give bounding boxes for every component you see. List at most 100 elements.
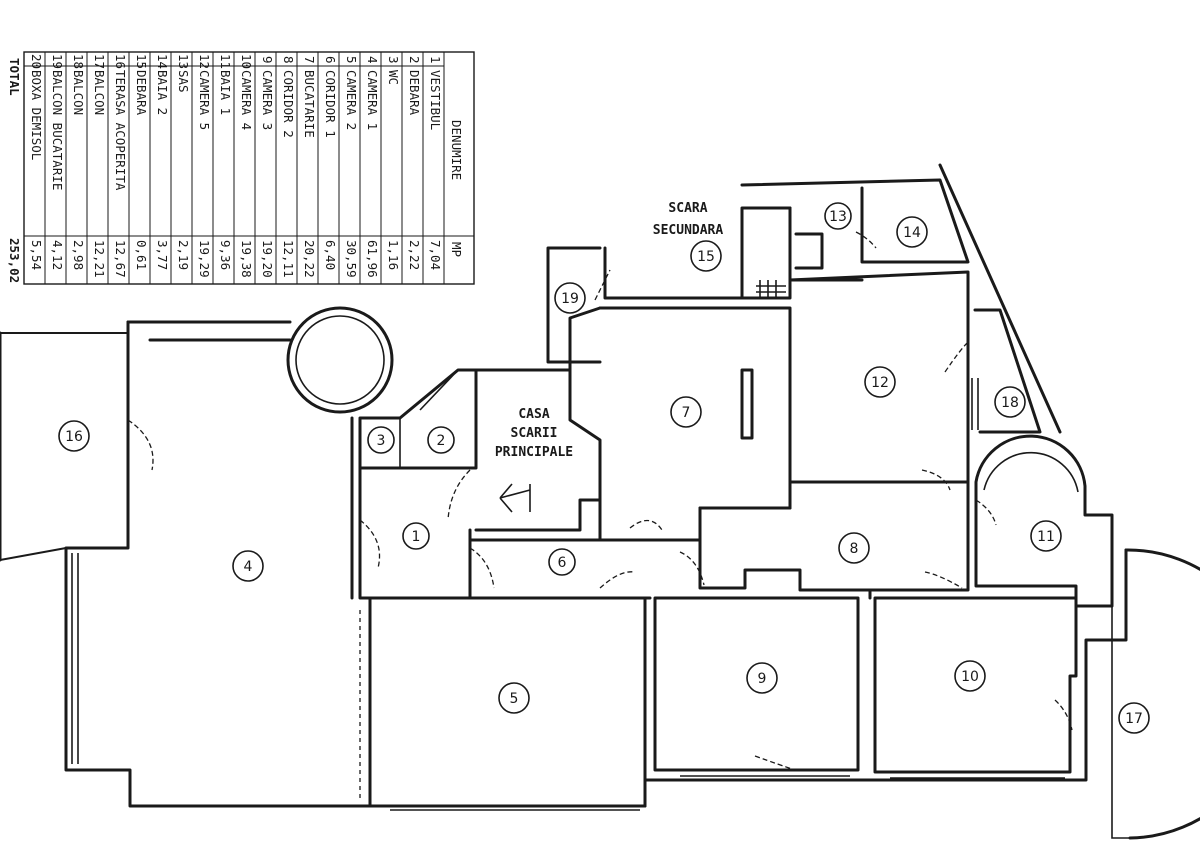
svg-text:7: 7 (682, 405, 691, 421)
row-area: 19,29 (197, 240, 212, 278)
svg-text:9: 9 (758, 671, 767, 687)
baia-11 (974, 434, 1114, 608)
total-label: TOTAL (7, 58, 22, 96)
row-nr: 15 (134, 54, 149, 69)
row-name: CORIDOR 1 (323, 70, 338, 138)
room-marker-11: 11 (1030, 520, 1062, 552)
table-header-area: MP (449, 242, 464, 257)
svg-text:11: 11 (1037, 529, 1055, 545)
row-area: 5,54 (29, 240, 44, 270)
table-row: 19 BALCON BUCATARIE 4,12 (50, 54, 65, 270)
svg-text:16: 16 (65, 429, 83, 445)
room-10 (873, 596, 1078, 774)
row-nr: 9 (260, 56, 275, 64)
row-name: CORIDOR 2 (281, 70, 296, 138)
svg-text:1: 1 (412, 529, 421, 545)
room-marker-3: 3 (367, 426, 395, 454)
door-swing (127, 419, 154, 471)
room-marker-16: 16 (58, 420, 90, 452)
row-area: 0,61 (134, 240, 149, 270)
row-name: CAMERA 4 (239, 70, 254, 130)
row-nr: 13 (176, 54, 191, 69)
door-swing (359, 519, 381, 569)
row-area: 19,20 (260, 240, 275, 278)
table-row: 9 CAMERA 3 19,20 (260, 56, 275, 278)
table-row: 11 BAIA 1 9,36 (218, 54, 233, 270)
room-marker-19: 19 (554, 282, 586, 314)
south-outer-wall (351, 548, 1128, 808)
row-area: 30,59 (344, 240, 359, 278)
room-9 (653, 596, 860, 772)
row-name: BUCATARIE (302, 70, 317, 138)
room-marker-14: 14 (896, 216, 928, 248)
svg-text:5: 5 (510, 691, 519, 707)
walls (0, 163, 1200, 840)
balcon-17-line (1111, 606, 1130, 839)
svg-text:3: 3 (377, 433, 386, 449)
row-area: 19,38 (239, 240, 254, 278)
row-area: 9,36 (218, 240, 233, 270)
row-nr: 1 (428, 56, 443, 64)
table-row: 14 BAIA 2 3,77 (155, 54, 170, 270)
row-name: CAMERA 3 (260, 70, 275, 130)
corridor-8 (698, 480, 970, 600)
row-nr: 20 (29, 54, 44, 69)
table-row: 10 CAMERA 4 19,38 (239, 54, 254, 278)
area-table: DENUMIRE MP 1 VESTIBUL 7,04 2 DEBARA 2,2… (7, 51, 475, 285)
door-swing (447, 469, 471, 521)
svg-text:15: 15 (697, 249, 715, 265)
row-area: 12,21 (92, 240, 107, 278)
room-marker-10: 10 (954, 660, 986, 692)
svg-text:8: 8 (850, 541, 859, 557)
door-swing (679, 551, 705, 586)
row-nr: 7 (302, 56, 317, 64)
room-marker-5: 5 (498, 682, 530, 714)
svg-text:18: 18 (1001, 395, 1019, 411)
row-area: 12,11 (281, 240, 296, 278)
table-row: 15 DEBARA 0,61 (134, 54, 149, 270)
door-swing (975, 499, 997, 526)
table-header-name: DENUMIRE (449, 120, 464, 180)
row-name: DEBARA (134, 70, 149, 116)
svg-text:6: 6 (558, 555, 567, 571)
sas-baia-block (740, 178, 970, 282)
room-marker-6: 6 (548, 548, 576, 576)
row-name: TERASA ACOPERITA (113, 70, 128, 191)
row-name: VESTIBUL (428, 70, 443, 130)
room-marker-7: 7 (670, 396, 702, 428)
kitchen-counter (740, 368, 754, 440)
doors (127, 231, 1073, 800)
room-marker-15: 15 (690, 240, 722, 272)
balcon-18 (938, 163, 1062, 434)
row-area: 20,22 (302, 240, 317, 278)
row-nr: 4 (365, 56, 380, 64)
table-row: 6 CORIDOR 1 6,40 (323, 56, 338, 270)
row-nr: 5 (344, 56, 359, 64)
label-casa: CASA (518, 407, 549, 422)
table-row: 12 CAMERA 5 19,29 (197, 54, 212, 278)
row-name: DEBARA (407, 70, 422, 116)
label-scara: SCARA (668, 201, 707, 216)
row-name: CAMERA 1 (365, 70, 380, 130)
stair-house (474, 368, 602, 532)
row-nr: 11 (218, 54, 233, 69)
table-row: 3 WC 1,16 (386, 56, 401, 270)
svg-text:4: 4 (244, 559, 253, 575)
row-name: BOXA DEMISOL (29, 70, 44, 160)
balcon-17 (1124, 548, 1200, 840)
rotunda (286, 306, 394, 414)
table-row: 20 BOXA DEMISOL 5,54 (29, 54, 44, 270)
label-principale: PRINCIPALE (495, 445, 573, 460)
row-area: 2,19 (176, 240, 191, 270)
row-nr: 10 (239, 54, 254, 69)
table-row: 18 BALCON 2,98 (71, 54, 86, 270)
room-marker-2: 2 (427, 426, 455, 454)
row-nr: 17 (92, 54, 107, 69)
row-name: BAIA 1 (218, 70, 233, 115)
table-total-row: TOTAL 253,02 (7, 58, 22, 283)
door-swing (1054, 699, 1073, 731)
table-row: 7 BUCATARIE 20,22 (302, 56, 317, 278)
room-marker-13: 13 (824, 202, 852, 230)
row-nr: 19 (50, 54, 65, 69)
